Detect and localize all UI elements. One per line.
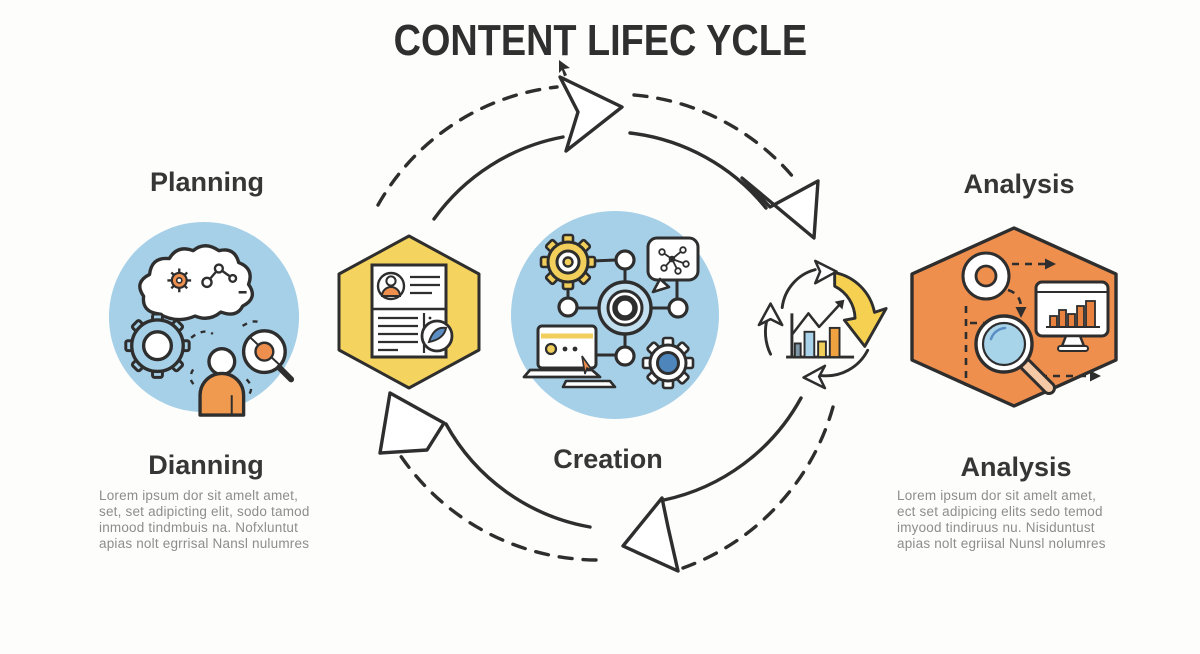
mini-gear-icon (167, 268, 192, 293)
document-lines (378, 275, 440, 353)
planning-subheading: Dianning (148, 450, 264, 480)
arrowhead-top-icon (558, 75, 624, 153)
cursor-arrow-icon (581, 355, 595, 375)
arc-top-right-solid (628, 131, 768, 210)
creation-icon-circle (511, 211, 719, 419)
thought-cloud-icon (138, 244, 255, 322)
arc-bottom-right-dashed (681, 405, 835, 570)
arc-bottom-right-solid (662, 396, 803, 502)
network-nodes (557, 249, 689, 367)
brief-hexagon (337, 234, 481, 390)
document-icon (370, 263, 454, 359)
arrowhead-bottom-icon (621, 496, 680, 573)
arc-bottom-left-solid (444, 422, 592, 529)
donut-chart-icon (961, 251, 1011, 301)
arrowhead-left-icon (378, 391, 446, 455)
analysis-hexagon (910, 226, 1118, 408)
arc-top-right-dashed (632, 93, 800, 185)
page-title: CONTENT LIFEC YCLE (393, 16, 807, 65)
analysis-heading: Analysis (963, 169, 1075, 199)
big-gear-icon (124, 312, 191, 379)
blue-gear-icon (641, 336, 695, 390)
speech-bubble-network-icon (646, 236, 700, 294)
bar-chart-trend-icon (786, 299, 855, 359)
globe-pen-badge-icon (420, 319, 454, 353)
creation-label: Creation (553, 444, 663, 474)
yellow-cycle-arrow (833, 271, 888, 348)
iteration-cycle-icon (757, 259, 888, 390)
cycle-arrows-icon (757, 259, 888, 390)
planning-heading: Planning (150, 167, 264, 197)
person-icon (198, 347, 246, 417)
dashed-arrow-tips (1015, 258, 1101, 382)
laptop-icon (522, 324, 617, 389)
magnifier-icon (974, 314, 1056, 395)
molecule-icon (201, 263, 247, 294)
magnifier-icon (241, 329, 295, 383)
arc-bottom-left-dashed (398, 453, 598, 562)
planning-body-text: Lorem ipsum dor sit amelt amet, set, set… (99, 488, 310, 551)
monitor-bar-chart-icon (1034, 280, 1110, 352)
analysis-body-text: Lorem ipsum dor sit amelt amet, ect set … (897, 488, 1106, 551)
cursor-icon (559, 60, 570, 77)
planning-icon-circle (108, 221, 300, 417)
avatar-icon (376, 271, 406, 301)
dashed-squiggles (189, 320, 264, 396)
network-hub-icon (597, 280, 653, 336)
yellow-gear-icon (539, 233, 597, 291)
analysis-subheading: Analysis (960, 452, 1072, 482)
arc-top-left-solid (432, 135, 565, 221)
arrowhead-right-icon (740, 176, 820, 240)
arc-top-left-dashed (376, 85, 559, 207)
